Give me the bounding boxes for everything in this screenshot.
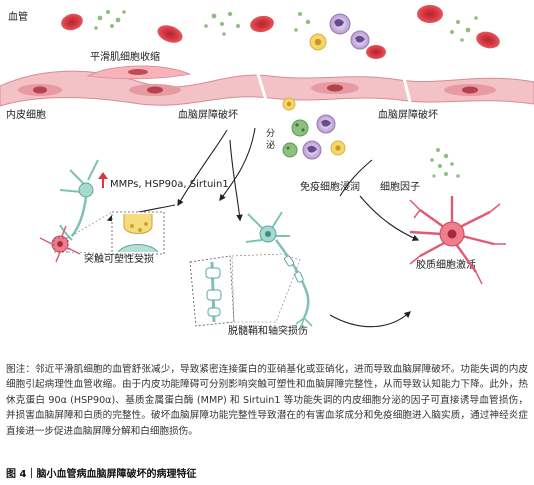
myelin-label: 脱髓鞘和轴突损伤: [228, 324, 308, 337]
bbb-disruption-left-label: 血脑屏障破坏: [178, 108, 238, 121]
immune-cells-lumen: [309, 13, 370, 51]
neuron-left: [39, 159, 99, 263]
pathology-diagram: 血管 平滑肌细胞收缩 内皮细胞 血脑屏障破坏 血脑屏障破坏 分 泌 免疫细胞浸润…: [0, 5, 534, 337]
smooth-muscle-label: 平滑肌细胞收缩: [90, 50, 160, 63]
vessel-wall: [0, 65, 534, 107]
figure-title: 图 4｜脑小血管病血脑屏障破坏的病理特征: [6, 469, 197, 480]
extravasating-cells: [282, 97, 346, 160]
glial-cell: [409, 196, 506, 285]
red-blood-cells: [61, 5, 500, 59]
figure-caption: 图注：邻近平滑肌细胞的血管舒张减少，导致紧密连接蛋白的亚硝基化或亚硝化，进而导致…: [6, 362, 528, 439]
axon-zoom: [189, 253, 301, 327]
cytokine-particles: [430, 148, 460, 178]
bbb-disruption-right-label: 血脑屏障破坏: [378, 108, 438, 121]
increase-arrow-icon: [98, 172, 108, 188]
neuron-middle: [245, 211, 313, 331]
synaptic-label: 突触可塑性受损: [84, 252, 154, 265]
cytokine-label: 细胞因子: [380, 180, 420, 193]
immune-infiltration-label: 免疫细胞浸润: [300, 180, 360, 193]
caption-text: 图注：邻近平滑肌细胞的血管舒张减少，导致紧密连接蛋白的亚硝基化或亚硝化，进而导致…: [6, 364, 528, 437]
secretion-label-1: 分: [266, 128, 275, 139]
plasma-particles: [94, 10, 478, 42]
synapse-zoom: [67, 211, 165, 255]
factors-label: MMPs, HSP90a, Sirtuin1: [110, 179, 229, 190]
flow-arrows: [106, 127, 420, 328]
secretion-label-2: 泌: [266, 139, 275, 151]
vessel-label: 血管: [8, 10, 28, 23]
endothelial-label: 内皮细胞: [6, 108, 46, 121]
glial-label: 胶质细胞激活: [416, 258, 476, 271]
